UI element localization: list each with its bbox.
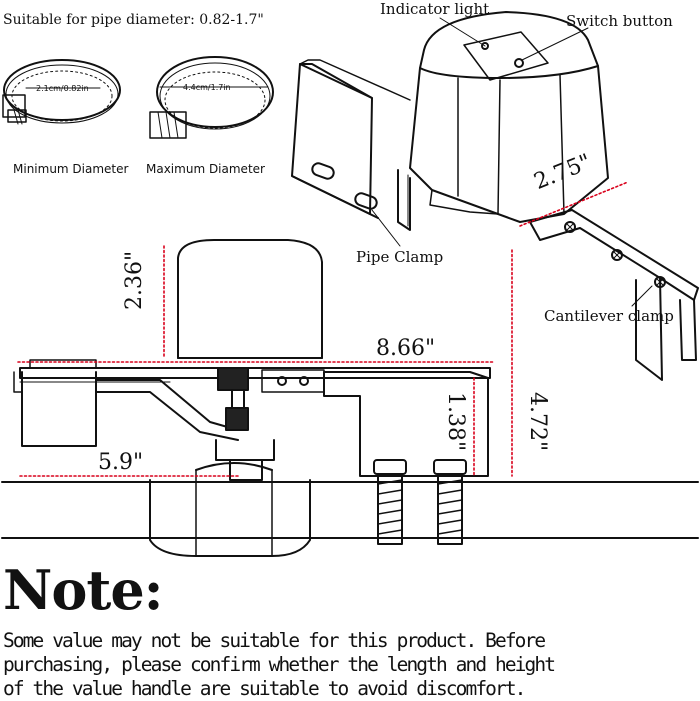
- note-line: Some value may not be suitable for this …: [3, 629, 546, 652]
- note-line: of the value handle are suitable to avoi…: [3, 677, 526, 700]
- note-text: Some value may not be suitable for this …: [3, 629, 693, 701]
- note-line: purchasing, please confirm whether the l…: [3, 653, 556, 676]
- coupling-top: [217, 367, 249, 391]
- switch-leader: [521, 27, 589, 61]
- coupling-bottom: [225, 407, 249, 431]
- switch-button-dot: [514, 58, 524, 68]
- dim-total-height: 4.72": [525, 392, 550, 452]
- maximum-diameter-label: Maximum Diameter: [146, 162, 265, 176]
- cantilever-clamp-label: Cantilever clamp: [544, 307, 674, 325]
- dimension-lines: [17, 181, 629, 477]
- switch-button-label: Switch button: [566, 12, 673, 30]
- isometric-view: [291, 11, 699, 381]
- dim-clamp-height: 1.38": [443, 392, 468, 452]
- dim-body-height: 2.36": [122, 250, 147, 310]
- note-title: Note:: [3, 558, 164, 622]
- bolt-right: [433, 459, 467, 545]
- minimum-diameter-size: 2.1cm/0.82in: [36, 84, 89, 93]
- indicator-leader: [439, 17, 486, 47]
- clamp-leader: [371, 209, 401, 247]
- pipe-clamp-label: Pipe Clamp: [356, 248, 444, 266]
- side-view: [1, 239, 699, 557]
- dim-line-top-width: [519, 181, 629, 227]
- bolt-left: [373, 459, 407, 545]
- hose-clamp-max: [149, 56, 274, 139]
- indicator-light-label: Indicator light: [380, 0, 490, 18]
- cantilever-leader: [631, 285, 653, 307]
- maximum-diameter-size: 4.4cm/1.7in: [183, 83, 231, 92]
- hose-clamp-min: [2, 59, 121, 125]
- minimum-diameter-label: Minimum Diameter: [13, 162, 129, 176]
- dim-handle-length: 5.9": [98, 450, 144, 475]
- pipe-diameter-range: Suitable for pipe diameter: 0.82-1.7": [3, 12, 264, 28]
- indicator-light-dot: [481, 42, 489, 50]
- dim-total-length: 8.66": [376, 336, 436, 361]
